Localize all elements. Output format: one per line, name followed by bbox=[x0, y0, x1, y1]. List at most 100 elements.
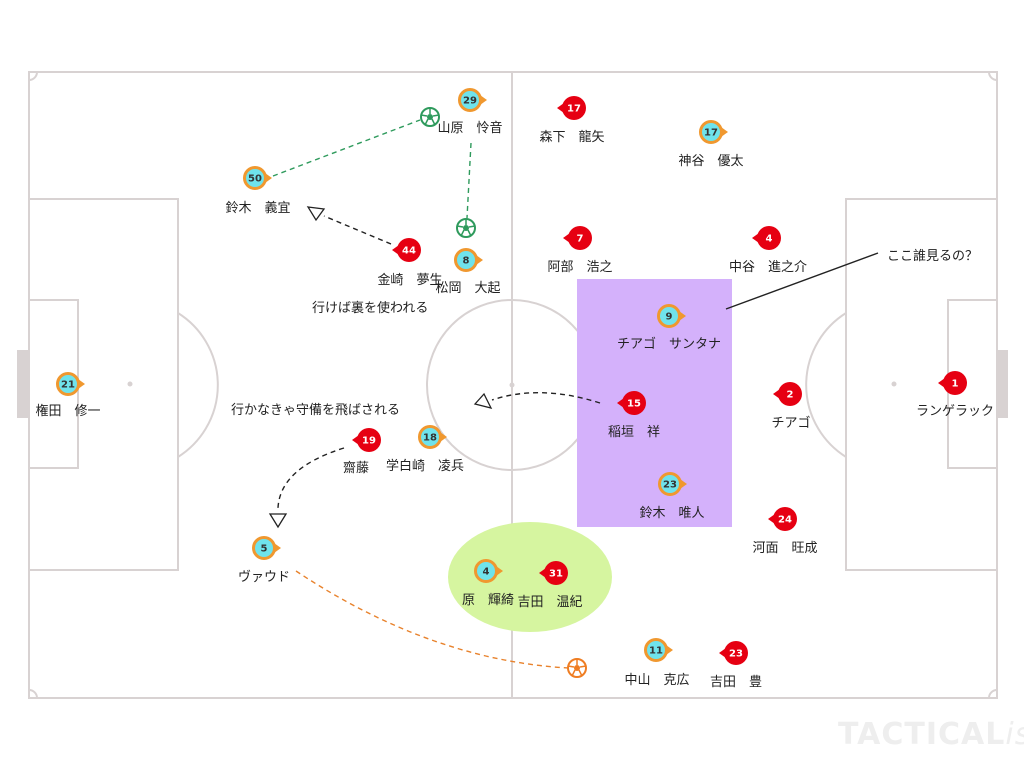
player-name: 森下 龍矢 bbox=[539, 129, 604, 145]
player-name: 齋藤 bbox=[343, 460, 369, 476]
pass-line-green-2 bbox=[466, 142, 472, 219]
player-name: 中山 克広 bbox=[624, 673, 689, 688]
home-player-marker: 4 原 輝綺 bbox=[462, 559, 514, 608]
left-penalty-arc bbox=[177, 312, 219, 458]
arrow-head-19-icon bbox=[268, 513, 288, 529]
player-number: 5 bbox=[261, 544, 268, 555]
direction-arrow-left-icon bbox=[352, 435, 359, 445]
pass-line-orange bbox=[295, 570, 569, 669]
left-penalty-box bbox=[28, 198, 179, 571]
direction-arrow-left-icon bbox=[752, 233, 759, 243]
player-name: 鈴木 義宜 bbox=[225, 200, 290, 216]
player-number: 44 bbox=[402, 246, 416, 257]
home-player-disc bbox=[252, 536, 276, 560]
player-number: 8 bbox=[463, 256, 470, 267]
away-player-disc bbox=[568, 226, 592, 250]
direction-arrow-right-icon bbox=[721, 127, 728, 137]
away-player-marker: 31 吉田 温紀 bbox=[517, 561, 583, 610]
run-line-19 bbox=[277, 447, 345, 509]
away-player-disc bbox=[544, 561, 568, 585]
run-line-44 bbox=[323, 215, 392, 245]
player-number: 19 bbox=[362, 436, 376, 447]
direction-arrow-left-icon bbox=[773, 389, 780, 399]
player-name: 金崎 夢生 bbox=[377, 272, 442, 288]
player-number: 24 bbox=[778, 515, 792, 526]
player-name: 吉田 温紀 bbox=[517, 595, 582, 610]
home-player-disc bbox=[699, 120, 723, 144]
player-number: 17 bbox=[704, 128, 718, 139]
green-zone bbox=[448, 522, 612, 632]
player-name: 稲垣 祥 bbox=[608, 425, 660, 440]
home-player-disc bbox=[458, 88, 482, 112]
direction-arrow-right-icon bbox=[680, 479, 687, 489]
player-number: 18 bbox=[423, 433, 437, 444]
corner-arc-tl bbox=[28, 71, 38, 81]
direction-arrow-right-icon bbox=[666, 645, 673, 655]
away-player-disc bbox=[757, 226, 781, 250]
direction-arrow-left-icon bbox=[392, 245, 399, 255]
center-spot bbox=[509, 382, 515, 388]
direction-arrow-right-icon bbox=[265, 173, 272, 183]
direction-arrow-left-icon bbox=[563, 233, 570, 243]
player-number: 23 bbox=[729, 649, 743, 660]
player-number: 1 bbox=[952, 379, 959, 390]
corner-arc-br bbox=[988, 689, 998, 699]
away-player-disc bbox=[773, 507, 797, 531]
annotation-who-marks: ここ誰見るの？ bbox=[887, 248, 978, 264]
purple-zone bbox=[577, 279, 732, 527]
player-name: 権田 修一 bbox=[35, 403, 100, 419]
arrow-head-15-icon bbox=[473, 392, 493, 409]
player-name: 鈴木 唯人 bbox=[639, 506, 704, 521]
direction-arrow-left-icon bbox=[768, 514, 775, 524]
away-player-disc bbox=[724, 641, 748, 665]
run-line-15 bbox=[491, 391, 601, 404]
annotation-stay-skipped: 行かなきゃ守備を飛ばされる bbox=[231, 402, 400, 418]
away-player-marker: 44 金崎 夢生 bbox=[377, 238, 443, 288]
home-player-disc bbox=[474, 559, 498, 583]
direction-arrow-right-icon bbox=[496, 566, 503, 576]
ball-orange-icon bbox=[567, 658, 587, 678]
pass-line-green-1 bbox=[272, 119, 421, 177]
direction-arrow-left-icon bbox=[617, 398, 624, 408]
home-player-disc bbox=[243, 166, 267, 190]
direction-arrow-left-icon bbox=[557, 103, 564, 113]
player-number: 11 bbox=[649, 646, 663, 657]
ball-green-1-icon bbox=[420, 107, 440, 127]
home-player-marker: 8松岡 大起 bbox=[435, 248, 501, 296]
player-name: 原 輝綺 bbox=[462, 592, 514, 608]
arrows bbox=[272, 119, 879, 669]
ball-green-2-icon bbox=[456, 218, 476, 238]
right-penalty-arc bbox=[805, 312, 847, 458]
player-name: 学白崎 凌兵 bbox=[386, 458, 464, 474]
away-player-disc bbox=[622, 391, 646, 415]
annotation-go-behind: 行けば裏を使われる bbox=[312, 300, 428, 316]
away-player-marker: 4中谷 進之介 bbox=[729, 226, 807, 275]
player-name: 山原 怜音 bbox=[437, 120, 502, 136]
arrow-head-44-icon bbox=[306, 206, 326, 222]
direction-arrow-left-icon bbox=[938, 378, 945, 388]
player-number: 23 bbox=[663, 480, 677, 491]
away-player-disc bbox=[562, 96, 586, 120]
right-penalty-spot bbox=[891, 381, 897, 387]
home-player-disc bbox=[418, 425, 442, 449]
player-name: 阿部 浩之 bbox=[547, 260, 612, 275]
player-number: 31 bbox=[549, 569, 563, 580]
player-name: 中谷 進之介 bbox=[729, 260, 807, 275]
direction-arrow-right-icon bbox=[476, 255, 483, 265]
home-player-disc bbox=[658, 472, 682, 496]
corner-arc-tr bbox=[988, 71, 998, 81]
home-player-disc bbox=[454, 248, 478, 272]
player-number: 4 bbox=[483, 567, 490, 578]
player-number: 15 bbox=[627, 399, 641, 410]
home-player-marker: 11 中山 克広 bbox=[624, 638, 690, 688]
callout-line bbox=[725, 252, 879, 310]
